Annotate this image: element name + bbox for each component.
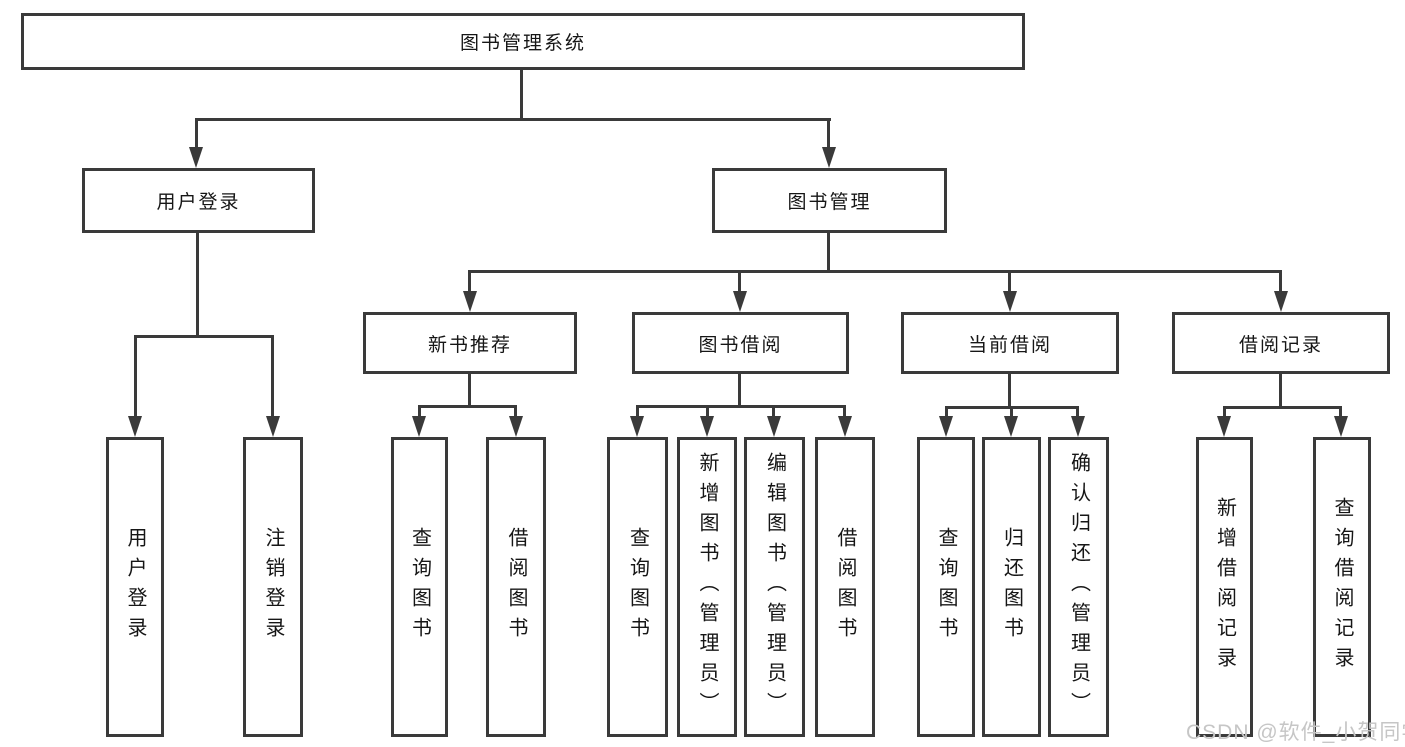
leaf-query-borrow-record: 查询借阅记录 — [1313, 437, 1371, 737]
node-borrowing-records: 借阅记录 — [1172, 312, 1390, 374]
arrowhead-icon — [767, 416, 781, 437]
watermark: CSDN @软件_小贺同学 — [1186, 721, 1405, 744]
arrowhead-icon — [266, 416, 280, 437]
node-book-borrowing: 图书借阅 — [632, 312, 849, 374]
leaf-borrow-books: 借阅图书 — [486, 437, 546, 737]
connector-line — [827, 118, 830, 148]
node-library-management-system: 图书管理系统 — [21, 13, 1025, 70]
connector-line — [1279, 374, 1282, 406]
leaf-query-books: 查询图书 — [391, 437, 448, 737]
node-new-book-recommend: 新书推荐 — [363, 312, 577, 374]
connector-line — [271, 335, 274, 417]
node-current-borrowing: 当前借阅 — [901, 312, 1119, 374]
connector-line — [1008, 374, 1011, 406]
connector-line — [196, 118, 831, 121]
arrowhead-icon — [1334, 416, 1348, 437]
connector-line — [945, 406, 948, 417]
connector-line — [468, 374, 471, 405]
connector-line — [1223, 406, 1342, 409]
arrowhead-icon — [700, 416, 714, 437]
arrowhead-icon — [189, 147, 203, 168]
connector-line — [636, 405, 846, 408]
arrowhead-icon — [1003, 291, 1017, 312]
arrowhead-icon — [1004, 416, 1018, 437]
connector-line — [706, 405, 709, 417]
connector-line — [468, 270, 1282, 273]
connector-line — [738, 374, 741, 405]
leaf-logout: 注销登录 — [243, 437, 303, 737]
leaf-query-books: 查询图书 — [917, 437, 975, 737]
connector-line — [468, 270, 471, 292]
arrowhead-icon — [509, 416, 523, 437]
connector-line — [636, 405, 639, 417]
connector-line — [418, 405, 517, 408]
leaf-add-borrow-record: 新增借阅记录 — [1196, 437, 1253, 737]
arrowhead-icon — [822, 147, 836, 168]
connector-line — [418, 405, 421, 417]
arrowhead-icon — [1274, 291, 1288, 312]
arrowhead-icon — [1071, 416, 1085, 437]
node-user-login: 用户登录 — [82, 168, 315, 233]
connector-line — [520, 70, 523, 118]
leaf-borrow-books: 借阅图书 — [815, 437, 875, 737]
connector-line — [843, 405, 846, 417]
connector-line — [772, 405, 775, 417]
arrowhead-icon — [463, 291, 477, 312]
leaf-user-login: 用户登录 — [106, 437, 164, 737]
leaf-confirm-return-admin: 确认归还（管理员） — [1048, 437, 1109, 737]
arrowhead-icon — [630, 416, 644, 437]
node-book-management: 图书管理 — [712, 168, 947, 233]
arrowhead-icon — [128, 416, 142, 437]
arrowhead-icon — [939, 416, 953, 437]
arrowhead-icon — [1217, 416, 1231, 437]
connector-line — [1010, 406, 1013, 417]
connector-line — [134, 335, 137, 417]
connector-line — [196, 233, 199, 335]
connector-line — [1223, 406, 1226, 417]
leaf-query-books: 查询图书 — [607, 437, 668, 737]
connector-line — [1008, 270, 1011, 292]
connector-line — [1279, 270, 1282, 292]
leaf-return-books: 归还图书 — [982, 437, 1041, 737]
arrowhead-icon — [733, 291, 747, 312]
connector-line — [827, 233, 830, 270]
connector-line — [1076, 406, 1079, 417]
connector-line — [514, 405, 517, 417]
arrowhead-icon — [838, 416, 852, 437]
connector-line — [738, 270, 741, 292]
leaf-edit-books-admin: 编辑图书（管理员） — [744, 437, 805, 737]
connector-line — [134, 335, 274, 338]
leaf-add-books-admin: 新增图书（管理员） — [677, 437, 737, 737]
connector-line — [195, 118, 198, 148]
connector-line — [1339, 406, 1342, 417]
arrowhead-icon — [412, 416, 426, 437]
